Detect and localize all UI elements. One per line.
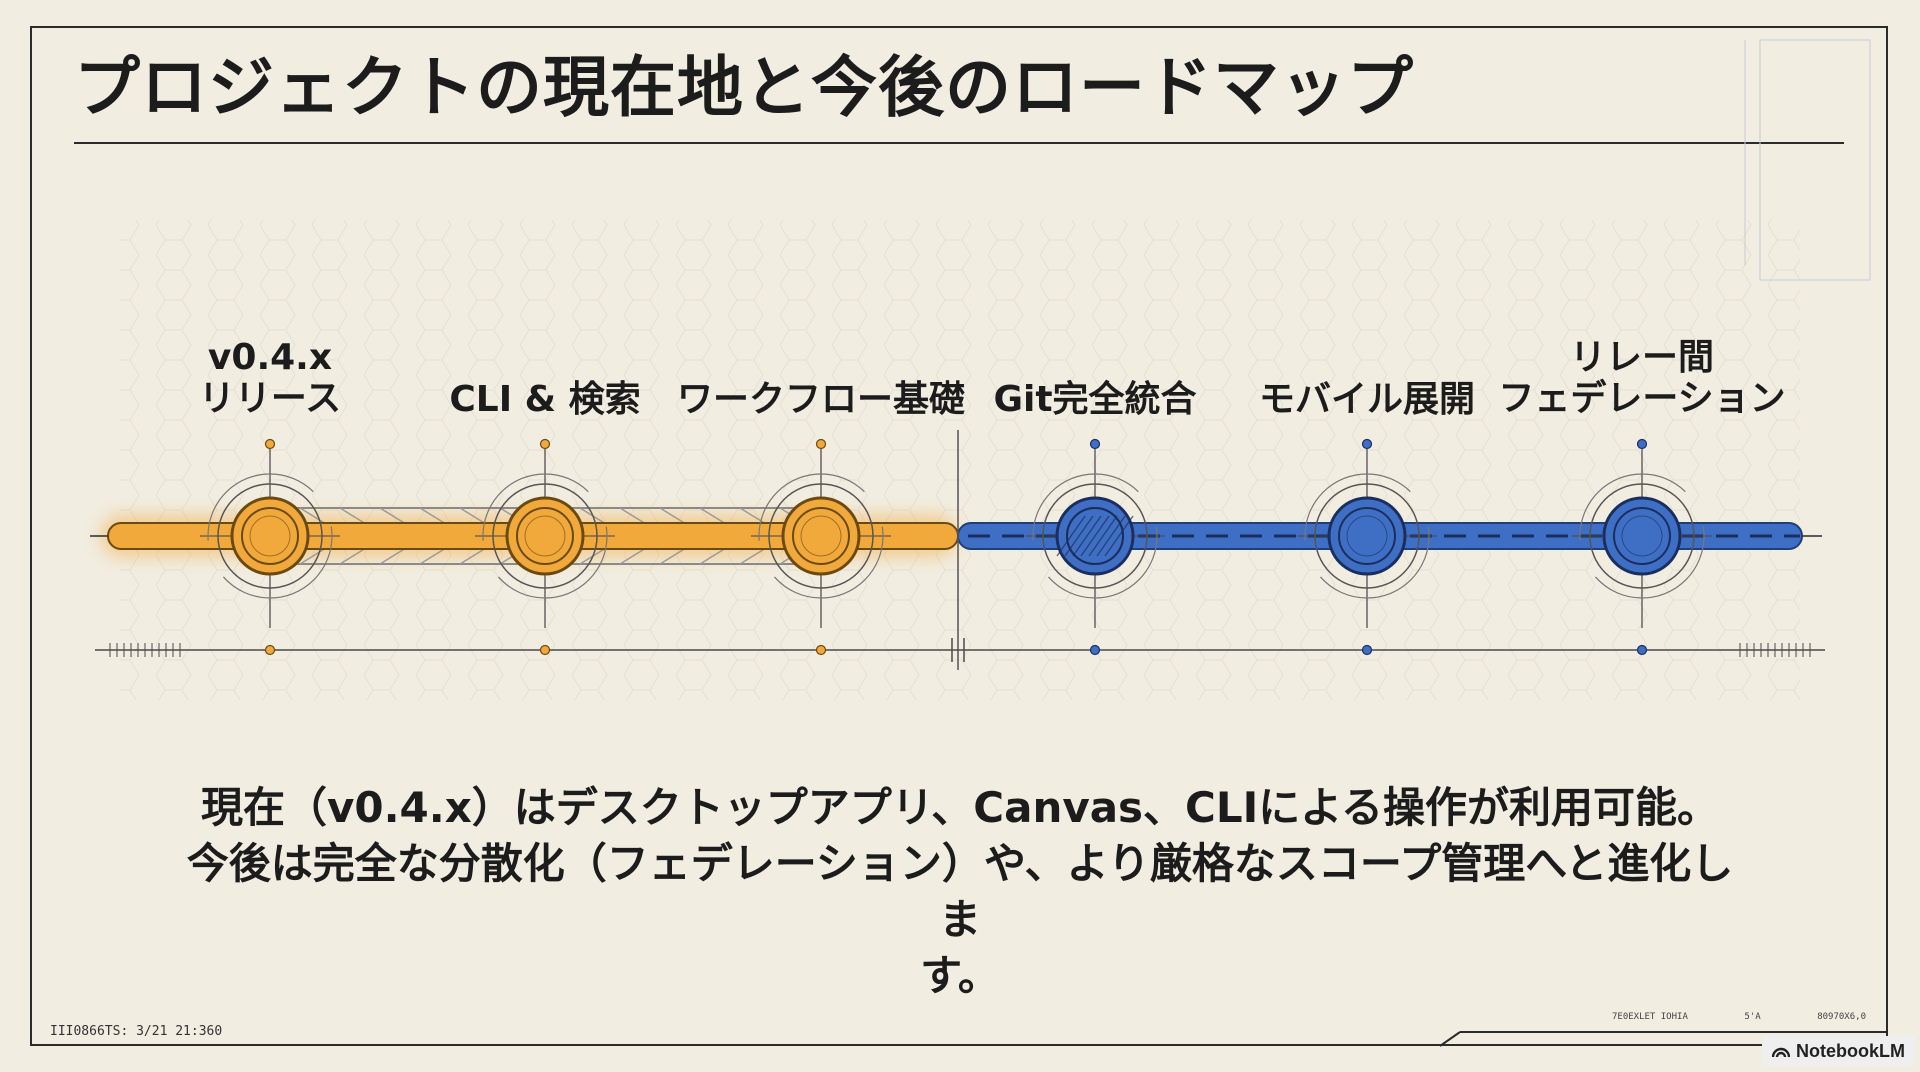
rail-hatch [699, 547, 727, 565]
rail-hatch [419, 547, 447, 565]
rail-hatch [619, 547, 647, 565]
milestone-label-2: ワークフロー基礎 [671, 379, 971, 420]
ruler-marker [1089, 644, 1101, 656]
footer-small-item: 7E0EXLET IOHIA [1612, 1012, 1688, 1022]
rail-hatch [299, 547, 327, 565]
milestone-node-4 [1297, 438, 1437, 656]
milestone-label-5: リレー間 フェデレーション [1492, 337, 1792, 420]
milestone-inner-ring [524, 515, 566, 557]
milestone-hatch [1088, 515, 1118, 557]
milestone-hatch [1104, 515, 1134, 557]
milestone-node-5 [1572, 438, 1712, 656]
summary-line: 今後は完全な分散化（フェデレーション）や、より厳格なスコープ管理へと進化しま [186, 838, 1734, 944]
milestone-ring [1589, 483, 1695, 589]
milestone-inner-ring [1346, 515, 1388, 557]
milestone-label-line: フェデレーション [1498, 378, 1786, 420]
page-title: プロジェクトの現在地と今後のロードマップ [74, 49, 1414, 126]
rail-hatch [339, 507, 367, 525]
milestone-label-line: Git完全統合 [993, 379, 1197, 420]
milestone-outer-ring [482, 473, 608, 599]
footer-corner-line [1439, 1031, 1461, 1047]
rail-hatch [739, 507, 767, 525]
milestone-hatch [1072, 515, 1102, 557]
rail-hatch [299, 507, 327, 525]
milestone-outer-ring [207, 473, 333, 599]
milestone-outer-ring [1579, 473, 1705, 599]
rail-hatch [739, 547, 767, 565]
milestone-outer-ring [758, 473, 884, 599]
milestone-pin [264, 438, 276, 450]
brand-badge: NotebookLM [1762, 1036, 1915, 1066]
milestone-ring [1042, 483, 1148, 589]
milestone-label-line: リレー間 [1569, 337, 1714, 378]
milestone-label-0: v0.4.x リリース [120, 337, 420, 420]
rail-hatch [419, 507, 447, 525]
milestone-inner-ring [249, 515, 291, 557]
rail-hatch [659, 547, 687, 565]
milestone-ring [492, 483, 598, 589]
ruler-marker [1636, 644, 1648, 656]
milestone-label-3: Git完全統合 [945, 379, 1245, 420]
milestone-node-2 [751, 438, 891, 656]
hex-background [120, 220, 1800, 700]
milestone-label-line: v0.4.x [207, 337, 333, 378]
milestone-markers [200, 438, 1712, 656]
milestone-hatch [1080, 515, 1110, 557]
ruler-marker [815, 644, 827, 656]
milestone-pin [539, 438, 551, 450]
milestone-label-line: リリース [198, 378, 342, 420]
milestone-outer-ring [1032, 473, 1158, 599]
summary-line: す。 [920, 950, 1000, 1000]
milestone-pin [1089, 438, 1101, 450]
summary-text: 現在（v0.4.x）はデスクトップアプリ、Canvas、CLIによる操作が利用可… [180, 780, 1740, 1003]
ruler-marker [539, 644, 551, 656]
rail-hatch [379, 547, 407, 565]
milestone-label-line: ワークフロー基礎 [676, 379, 965, 420]
rail-hatch [659, 507, 687, 525]
milestone-outer-ring [1304, 473, 1430, 599]
brand-name: NotebookLM [1796, 1040, 1905, 1061]
milestone-ring [217, 483, 323, 589]
rail-hatch [619, 507, 647, 525]
rail-hatch [459, 507, 487, 525]
milestone-node-1 [475, 438, 615, 656]
rail-hatch [459, 547, 487, 565]
footer-small-item: 80970X6,0 [1817, 1012, 1866, 1022]
milestone-ring [1314, 483, 1420, 589]
summary-line: 現在（v0.4.x）はデスクトップアプリ、Canvas、CLIによる操作が利用可… [200, 783, 1720, 832]
milestone-inner-ring [1621, 515, 1663, 557]
ruler-marker [264, 644, 276, 656]
footer-small-print: 7E0EXLET IOHIA 5'A 80970X6,0 [1612, 1012, 1866, 1022]
milestone-core-outline [1066, 507, 1124, 565]
milestone-label-line: モバイル展開 [1258, 379, 1475, 420]
milestone-node-0 [200, 438, 340, 656]
ruler-marker [1361, 644, 1373, 656]
milestone-hatch [1056, 515, 1086, 557]
notebooklm-logo-icon [1772, 1047, 1790, 1058]
rail-hatch [699, 507, 727, 525]
corner-blueprint [1759, 39, 1871, 281]
slide-frame [30, 26, 1888, 1046]
milestone-pin [815, 438, 827, 450]
milestone-node-3 [1025, 438, 1165, 656]
milestone-pin [1636, 438, 1648, 450]
footer-code: III0866TS: 3/21 21:360 [50, 1024, 223, 1039]
milestone-label-4: モバイル展開 [1217, 379, 1517, 420]
rail-hatch [339, 547, 367, 565]
milestone-ring [768, 483, 874, 589]
milestone-label-1: CLI & 検索 [395, 379, 695, 420]
rail-hatch [379, 507, 407, 525]
milestone-inner-ring [800, 515, 842, 557]
milestone-label-line: CLI & 検索 [449, 379, 641, 420]
title-divider [74, 142, 1844, 144]
milestone-pin [1361, 438, 1373, 450]
footer-small-item: 5'A [1744, 1012, 1761, 1022]
